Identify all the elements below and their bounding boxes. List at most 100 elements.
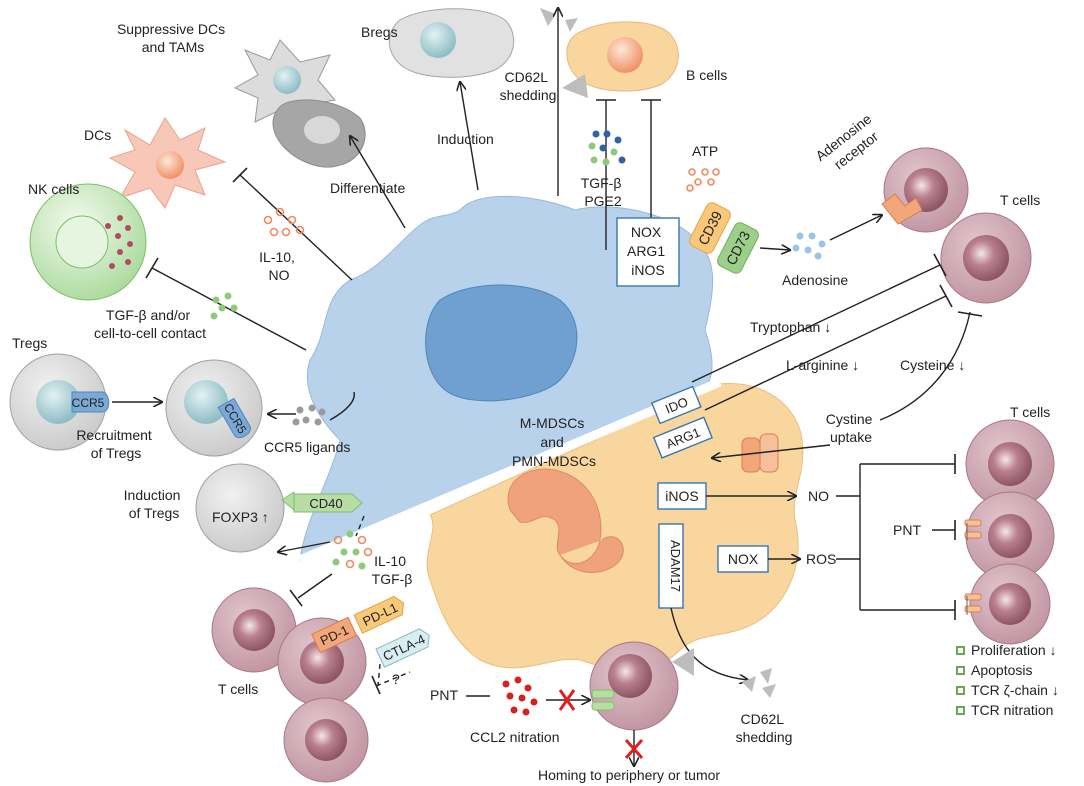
pnt-bottom-label: PNT xyxy=(430,687,458,703)
legend-item: Apoptosis xyxy=(956,660,1059,680)
nox-label: NOX xyxy=(728,551,759,567)
block-homing-cross xyxy=(624,739,644,759)
legend-item-label: TCR ζ-chain ↓ xyxy=(971,682,1059,698)
legend-item: TCR nitration xyxy=(956,700,1059,720)
dcs-label: DCs xyxy=(84,127,111,143)
induction-label: Induction xyxy=(437,131,494,147)
legend-item: TCR ζ-chain ↓ xyxy=(956,680,1059,700)
arrow-to-suppressive-dcs xyxy=(350,136,406,229)
cd62l-fragments-bottom-right xyxy=(742,668,776,698)
tgfb-molecules xyxy=(210,292,238,320)
dashed-ctla4-inhibit-bar xyxy=(371,675,381,695)
dashed-mdsc-to-tcell xyxy=(355,515,365,537)
tregs-label: Tregs xyxy=(12,335,47,351)
arrow-adam17-to-cd62l xyxy=(670,607,748,680)
ccr5-ligands-label: CCR5 ligands xyxy=(264,439,350,455)
induction-tregs-label: Induction of Tregs xyxy=(124,487,185,521)
legend-item-label: TCR nitration xyxy=(971,702,1054,718)
t-cell-top-right-2-nucleus xyxy=(963,235,1009,281)
ido-box: IDO xyxy=(650,385,702,425)
tcr-receptor-right-2 xyxy=(964,519,982,540)
legend: Proliferation ↓ Apoptosis TCR ζ-chain ↓ … xyxy=(956,640,1059,720)
t-cells-top-right-label: T cells xyxy=(1000,192,1040,208)
inhibit-tcell-arginine-bar xyxy=(939,284,953,308)
ccl2-nitration-label: CCL2 nitration xyxy=(470,729,560,745)
arrow-cystine-uptake xyxy=(712,444,831,458)
suppressive-dcs-label: Suppressive DCs and TAMs xyxy=(117,21,229,55)
inhibit-nk xyxy=(151,267,307,351)
foxp3-label: FOXP3 ↑ xyxy=(212,509,269,525)
adenosine-label: Adenosine xyxy=(782,272,848,288)
breg-nucleus xyxy=(420,22,456,58)
inos-label: iNOS xyxy=(665,488,698,504)
l-arginine-label: L-arginine ↓ xyxy=(786,357,859,373)
nox-arg1-inos-label: NOX ARG1 iNOS xyxy=(627,224,669,278)
t-cell-right-3-nucleus xyxy=(989,583,1031,625)
svg-text:CCR5: CCR5 xyxy=(72,396,105,410)
suppressive-dc-nucleus xyxy=(273,66,301,94)
t-cells-bottom-left-label: T cells xyxy=(218,681,258,697)
legend-item-label: Proliferation ↓ xyxy=(971,642,1057,658)
cd62l-shedding-top-label: CD62L shedding xyxy=(500,69,557,103)
inhibit-dcs-bar xyxy=(232,167,248,183)
il10-tgfb-label: IL-10 TGF-β xyxy=(372,553,413,587)
nk-cell-nucleus xyxy=(55,215,109,269)
legend-checkbox-icon xyxy=(956,705,965,715)
ctla4-receptor: CTLA-4 xyxy=(375,628,430,668)
nox-box xyxy=(717,545,769,573)
inhibit-tcell-tryptophan-bar xyxy=(933,253,947,277)
inhibit-tcell-arginine xyxy=(704,295,947,411)
dashed-ctla4-inhibit-2 xyxy=(375,671,411,687)
legend-item: Proliferation ↓ xyxy=(956,640,1059,660)
arrow-to-adenosine xyxy=(759,248,790,250)
b-cells-label: B cells xyxy=(686,67,727,83)
cysteine-label: Cysteine ↓ xyxy=(900,357,965,373)
atp-label: ATP xyxy=(692,143,718,159)
il10-tgfb-molecules xyxy=(332,530,373,570)
inhibit-tcell-bottom-left xyxy=(297,573,333,599)
differentiate-label: Differentiate xyxy=(330,180,405,196)
tgfb-pge2-label: TGF-β PGE2 xyxy=(581,175,626,209)
t-cell-right-1-nucleus xyxy=(988,442,1032,486)
tgfb-pge2-molecules xyxy=(588,130,626,166)
arg1-box: ARG1 xyxy=(652,416,713,459)
ccr2-receptor xyxy=(591,689,615,711)
legend-checkbox-icon xyxy=(956,665,965,675)
ros-label: ROS xyxy=(806,551,836,567)
nk-granules xyxy=(105,215,133,269)
arrow-to-bregs xyxy=(460,82,479,191)
cd62l-shedding-bottom-label: CD62L shedding xyxy=(736,711,793,745)
t-cell-bottom-left-1-nucleus xyxy=(233,609,275,651)
inhibit-tcell-cysteine-bar xyxy=(957,311,983,317)
no-label: NO xyxy=(808,488,829,504)
il10-no-label: IL-10, NO xyxy=(259,249,299,283)
t-cell-bottom-center-nucleus xyxy=(608,654,652,698)
bregs-label: Bregs xyxy=(361,24,398,40)
adenosine-molecules xyxy=(792,232,826,260)
nk-cells-label: NK cells xyxy=(28,181,79,197)
treg-cell-2-nucleus xyxy=(184,380,228,424)
cd62l-fragment-3 xyxy=(562,74,588,98)
homing-label: Homing to periphery or tumor xyxy=(538,767,720,783)
adenosine-receptor-icon xyxy=(881,193,923,225)
arrow-to-treg-3 xyxy=(278,541,331,552)
atp-molecules xyxy=(686,168,720,192)
m-mdsc-nucleus xyxy=(425,284,578,402)
recruitment-label: Recruitment of Tregs xyxy=(76,427,155,461)
ccr5-receptor-1: CCR5 xyxy=(71,391,110,413)
adam17-box: ADAM17 xyxy=(658,523,684,609)
pmn-mdsc-nucleus xyxy=(507,468,624,573)
mdsc-label: M-MDSCs and PMN-MDSCs xyxy=(512,415,596,469)
b-cell-nucleus xyxy=(607,37,643,73)
mdsc-divider xyxy=(298,377,722,565)
legend-checkbox-icon xyxy=(956,685,965,695)
cd62l-fragment-2 xyxy=(565,18,578,32)
tryptophan-label: Tryptophan ↓ xyxy=(750,319,831,335)
treg-cell-1-nucleus xyxy=(36,380,80,424)
inhibit-dcs xyxy=(239,174,353,281)
ccl2-molecules xyxy=(502,676,538,716)
tgfb-contact-label: TGF-β and/or cell-to-cell contact xyxy=(94,307,206,341)
inhibit-tcell-cysteine xyxy=(879,311,971,421)
il10-no-molecules xyxy=(263,207,305,237)
